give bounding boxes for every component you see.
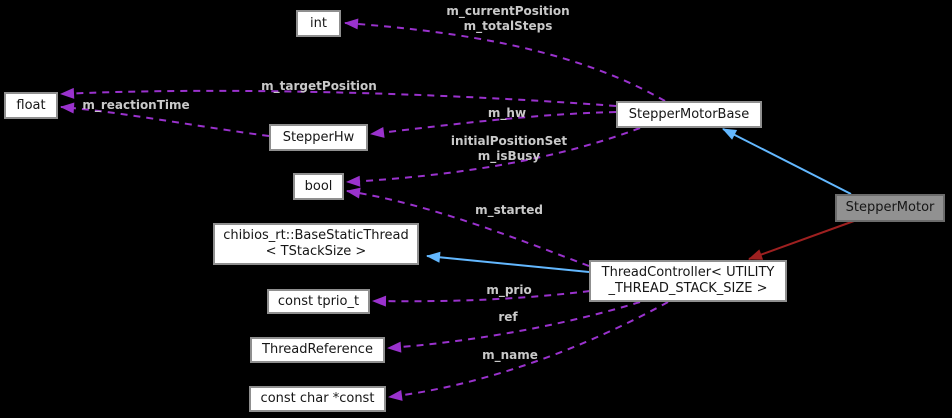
edge-label-current-position: m_currentPosition m_totalSteps — [446, 4, 569, 34]
node-stepperhw[interactable]: StepperHw — [269, 124, 368, 151]
edge-m-reaction-time — [60, 102, 270, 137]
edge-label-current-position-line1: m_currentPosition — [446, 4, 570, 18]
node-basestaticthread-line2: < TStackSize > — [265, 244, 367, 259]
edge-m-hw — [370, 111, 617, 138]
edge-label-m-hw: m_hw — [487, 106, 527, 120]
node-const-char-const: const char *const — [249, 386, 386, 412]
node-const-tprio-t-label: const tprio_t — [277, 293, 360, 309]
node-threadreference-label: ThreadReference — [262, 342, 373, 357]
edge-inherit-steppermotorbase — [722, 128, 852, 195]
edge-label-m-started: m_started — [475, 203, 543, 217]
edge-inherit-basestaticthread — [426, 251, 590, 273]
node-const-char-const-label: const char *const — [260, 391, 375, 406]
edge-label-initial-position-line2: m_isBusy — [477, 149, 541, 163]
edge-m-name — [388, 301, 669, 401]
node-steppermotorbase-label: StepperMotorBase — [628, 106, 750, 122]
edge-label-m-prio: m_prio — [486, 283, 532, 297]
node-int: int — [296, 10, 341, 37]
node-threadcontroller-line1: ThreadController< UTILITY — [601, 265, 775, 280]
node-stepperhw-label: StepperHw — [282, 129, 355, 145]
node-threadcontroller[interactable]: ThreadController< UTILITY _THREAD_STACK_… — [589, 260, 787, 302]
node-threadcontroller-line2: _THREAD_STACK_SIZE > — [608, 281, 768, 296]
edge-m-started — [346, 187, 590, 267]
edge-label-initial-position: initialPositionSet m_isBusy — [451, 134, 567, 164]
edge-label-m-name: m_name — [482, 348, 538, 362]
edge-m-current-position — [344, 18, 666, 102]
node-basestaticthread-line1: chibios_rt::BaseStaticThread — [223, 228, 409, 243]
edge-m-target-position — [60, 87, 617, 107]
node-bool: bool — [293, 173, 344, 200]
edge-m-prio — [372, 290, 591, 307]
edge-label-reaction-time: m_reactionTime — [82, 98, 190, 112]
edge-inherit-threadcontroller — [748, 220, 855, 260]
node-threadreference[interactable]: ThreadReference — [250, 337, 385, 363]
node-int-label: int — [310, 15, 327, 31]
node-const-tprio-t: const tprio_t — [267, 289, 370, 314]
node-float-label: float — [16, 97, 46, 113]
node-basestaticthread[interactable]: chibios_rt::BaseStaticThread < TStackSiz… — [213, 223, 419, 265]
node-bool-label: bool — [304, 178, 333, 194]
edge-ref — [387, 301, 641, 353]
node-steppermotor-label: StepperMotor — [845, 200, 935, 215]
node-steppermotor: StepperMotor — [835, 194, 945, 222]
edge-label-initial-position-line1: initialPositionSet — [450, 134, 568, 148]
edge-label-current-position-line2: m_totalSteps — [463, 19, 553, 33]
node-steppermotorbase[interactable]: StepperMotorBase — [616, 101, 762, 128]
node-float: float — [4, 92, 58, 119]
edge-label-ref: ref — [498, 310, 518, 324]
edge-label-target-position: m_targetPosition — [261, 79, 377, 93]
